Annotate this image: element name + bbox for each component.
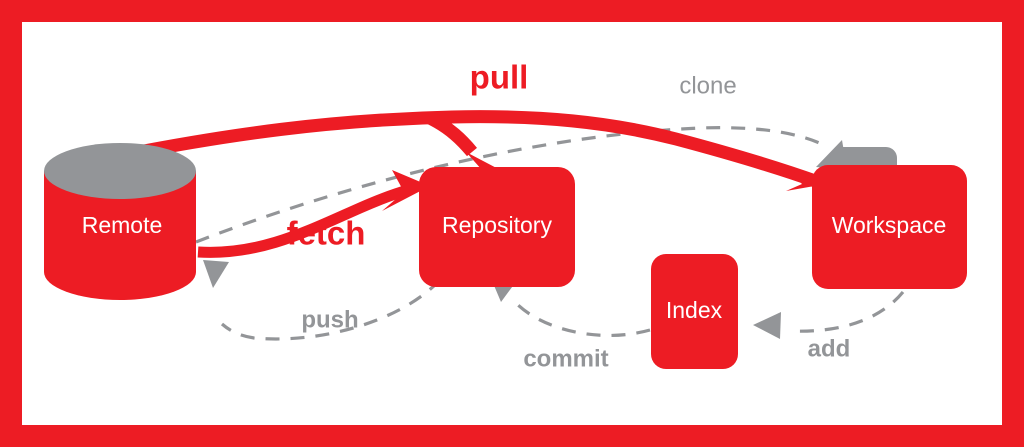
add-line — [789, 290, 905, 333]
fetch-arrowhead — [382, 170, 430, 211]
edge-label-push: push — [301, 306, 358, 333]
node-label-remote: Remote — [82, 212, 163, 238]
edge-fetch — [197, 170, 430, 258]
pull-line-branch — [426, 112, 477, 157]
fetch-line — [197, 184, 410, 258]
edge-label-commit: commit — [523, 345, 608, 372]
node-label-index: Index — [666, 297, 723, 323]
node-workspace[interactable]: Workspace — [812, 147, 967, 289]
remote-cylinder-top — [44, 143, 196, 199]
node-index[interactable]: Index — [651, 254, 738, 369]
workspace-folder-body — [812, 165, 967, 289]
edge-push — [203, 260, 442, 341]
commit-line — [511, 298, 651, 337]
edge-label-add: add — [808, 335, 851, 362]
node-label-workspace: Workspace — [832, 212, 947, 238]
remote-cylinder-body — [44, 171, 196, 300]
edge-label-clone: clone — [679, 72, 736, 99]
add-arrowhead — [753, 312, 781, 339]
index-box — [651, 254, 738, 369]
node-remote[interactable]: Remote — [44, 143, 196, 300]
node-repository[interactable]: Repository — [419, 167, 575, 287]
edge-label-fetch: fetch — [287, 215, 366, 252]
pull-line-trunk — [116, 110, 821, 189]
node-label-repository: Repository — [442, 212, 552, 238]
push-arrowhead — [203, 260, 229, 288]
repository-box — [419, 167, 575, 287]
clone-line — [195, 126, 827, 244]
edge-label-pull: pull — [470, 59, 529, 96]
edge-add — [753, 290, 905, 339]
